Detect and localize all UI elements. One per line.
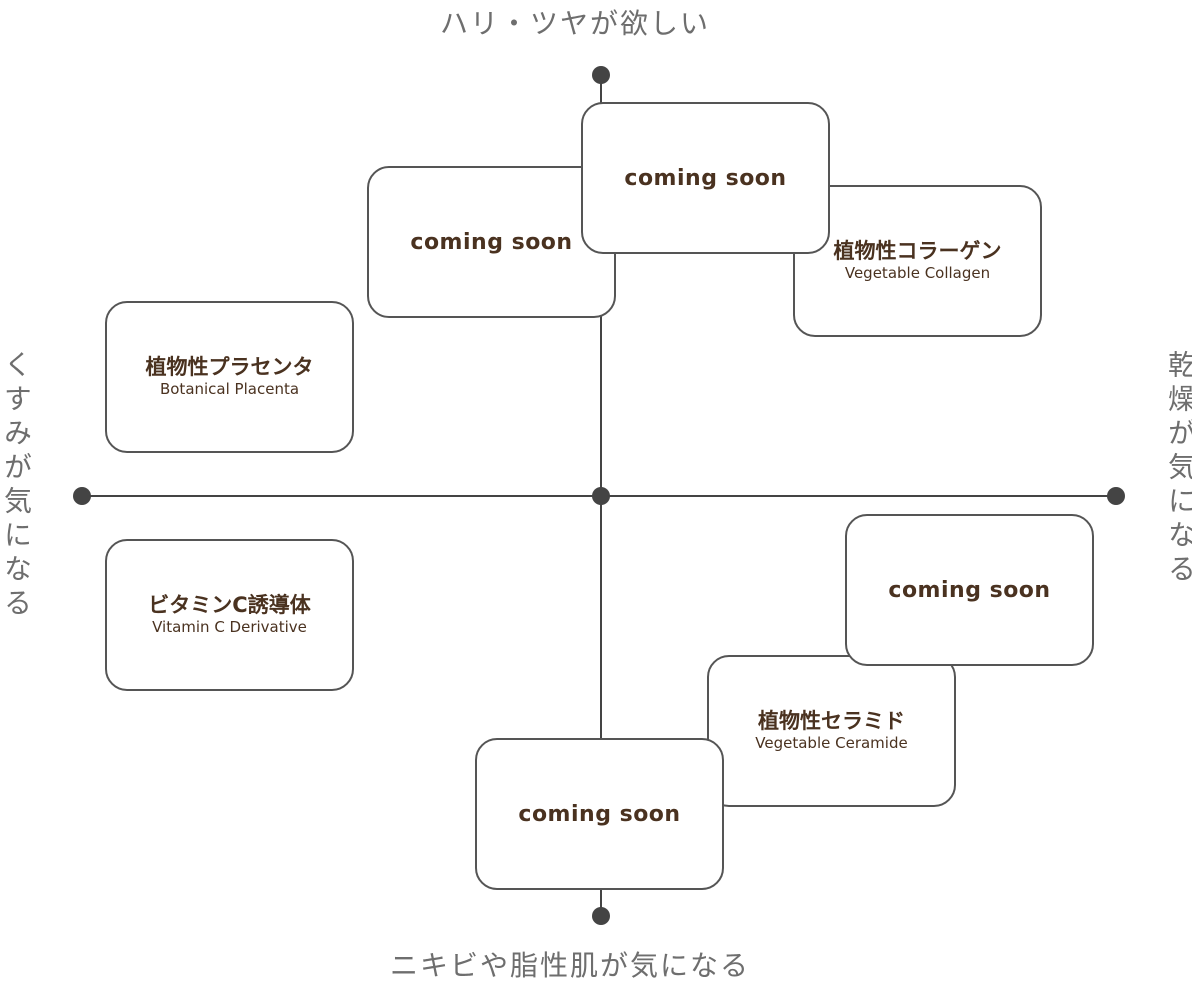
axis-label-bottom: ニキビや脂性肌が気になる xyxy=(389,949,750,982)
card-label: coming soon xyxy=(410,229,573,255)
card-label: coming soon xyxy=(888,577,1051,603)
card-title-en: Vegetable Collagen xyxy=(844,264,991,282)
card-title-en: Botanical Placenta xyxy=(159,380,300,398)
card-title-en: Vegetable Ceramide xyxy=(755,734,908,752)
axis-dot-top xyxy=(592,66,610,84)
axis-dot-center xyxy=(592,487,610,505)
card-label: coming soon xyxy=(518,801,681,827)
card-botanical-placenta[interactable]: 植物性プラセンタ Botanical Placenta xyxy=(105,301,354,453)
axis-label-right: 乾燥が気になる xyxy=(1164,350,1192,588)
card-title-jp: ビタミンC誘導体 xyxy=(148,593,311,617)
axis-dot-right xyxy=(1107,487,1125,505)
axis-label-left: くすみが気になる xyxy=(0,350,33,622)
card-title-jp: 植物性セラミド xyxy=(758,709,905,733)
axis-dot-bottom xyxy=(592,907,610,925)
card-title-jp: 植物性コラーゲン xyxy=(833,239,1002,263)
card-vitamin-c-derivative[interactable]: ビタミンC誘導体 Vitamin C Derivative xyxy=(105,539,354,691)
axis-label-top: ハリ・ツヤが欲しい xyxy=(439,7,710,40)
card-coming-soon-right[interactable]: coming soon xyxy=(845,514,1094,666)
card-title-jp: 植物性プラセンタ xyxy=(145,355,314,379)
card-vegetable-ceramide[interactable]: 植物性セラミド Vegetable Ceramide xyxy=(707,655,956,807)
card-vegetable-collagen[interactable]: 植物性コラーゲン Vegetable Collagen xyxy=(793,185,1042,337)
axis-dot-left xyxy=(73,487,91,505)
card-coming-soon-top-center[interactable]: coming soon xyxy=(581,102,830,254)
card-coming-soon-bottom[interactable]: coming soon xyxy=(475,738,724,890)
card-label: coming soon xyxy=(624,165,787,191)
card-title-en: Vitamin C Derivative xyxy=(152,618,307,636)
card-coming-soon-top-left[interactable]: coming soon xyxy=(367,166,616,318)
